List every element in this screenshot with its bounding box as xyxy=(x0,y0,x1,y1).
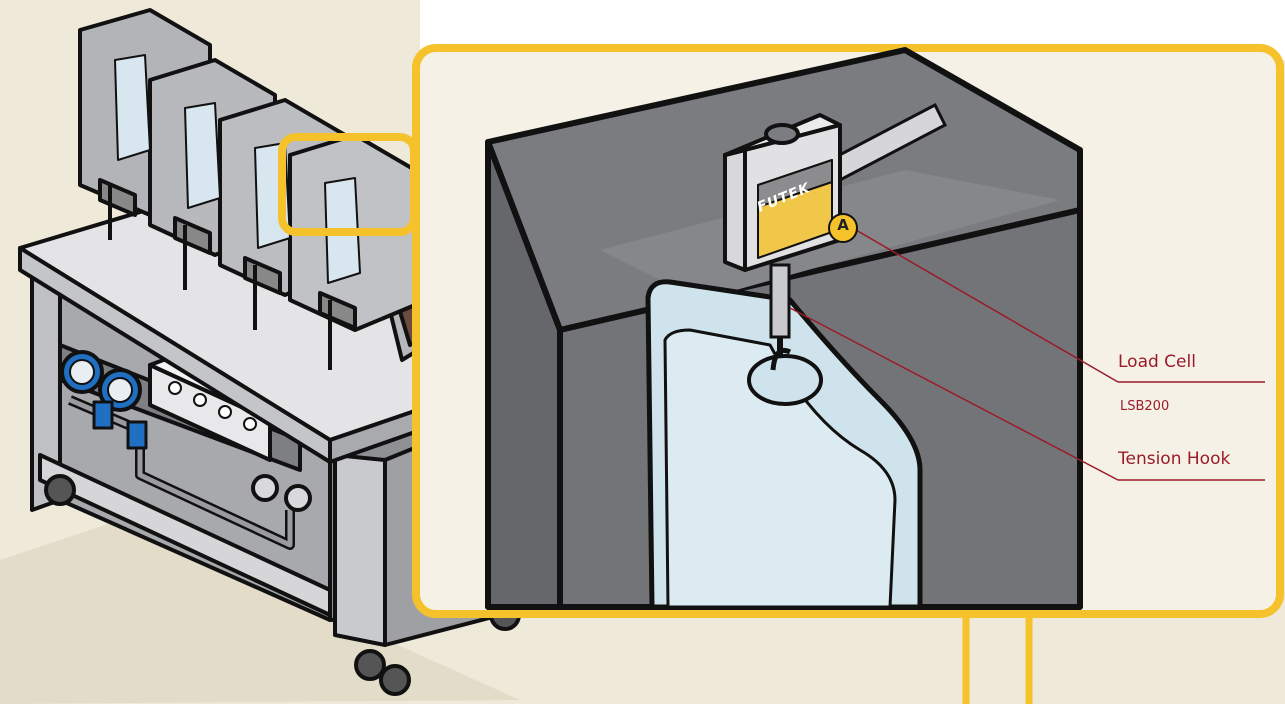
bag-port xyxy=(747,354,823,406)
load-cell-side xyxy=(723,148,747,272)
load-cell-brand-band xyxy=(757,159,833,208)
load-cell-screw xyxy=(764,123,800,145)
caster-1 xyxy=(44,474,76,506)
bag-closeup xyxy=(645,279,923,610)
bag-inner xyxy=(663,328,897,609)
clamp-2 xyxy=(173,216,212,290)
valve-1 xyxy=(92,400,114,430)
valve-2 xyxy=(126,420,148,450)
load-cell-leader xyxy=(855,229,1119,383)
load-cell-model: LSB200 xyxy=(1120,399,1170,414)
clamp-1 xyxy=(98,178,137,240)
hanger-rod xyxy=(769,263,791,339)
tension-hook-leader xyxy=(789,307,1119,481)
marker-a-label: A xyxy=(837,216,849,234)
pump-fitting-2 xyxy=(284,484,312,512)
marker-a-badge xyxy=(828,213,858,243)
floor-shadow xyxy=(0,520,520,704)
pipe-inner xyxy=(69,397,293,548)
gauge-2-face xyxy=(107,377,133,403)
clamp-4 xyxy=(318,291,357,370)
load-cell-label: Load Cell xyxy=(1118,352,1196,372)
caster-3 xyxy=(354,649,386,681)
caster-4 xyxy=(379,664,411,696)
clamp-3 xyxy=(243,256,282,330)
bottom-rail xyxy=(38,453,332,617)
pump-fitting-1 xyxy=(251,474,279,502)
load-cell xyxy=(723,113,842,272)
cabinet-door xyxy=(333,453,387,647)
gauge-1-face xyxy=(69,359,95,385)
tension-hook-label: Tension Hook xyxy=(1118,449,1231,469)
